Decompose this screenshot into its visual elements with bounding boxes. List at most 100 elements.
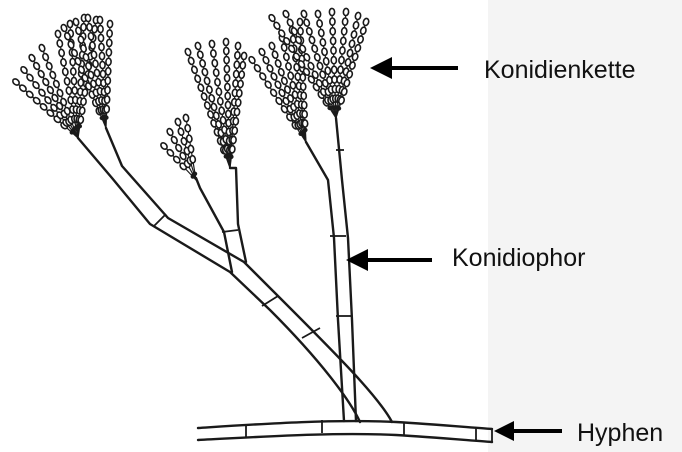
conidium xyxy=(107,39,112,46)
conidium xyxy=(224,65,229,72)
conidium xyxy=(106,49,111,56)
brush-middle-a xyxy=(160,114,198,180)
conidium xyxy=(46,86,54,95)
conidium xyxy=(98,34,104,41)
conidium xyxy=(45,62,53,71)
conidium xyxy=(71,77,77,85)
conidium xyxy=(206,85,213,93)
conidium xyxy=(201,68,208,76)
phialide xyxy=(303,128,307,132)
conidium xyxy=(285,62,292,70)
conidium xyxy=(239,71,245,79)
conidium xyxy=(42,78,50,87)
conidium xyxy=(175,144,183,153)
conidium xyxy=(224,56,229,63)
conidium xyxy=(290,81,297,89)
conidium xyxy=(241,52,247,60)
conidium xyxy=(57,39,63,47)
conidium xyxy=(38,88,47,97)
conidium xyxy=(39,103,48,112)
conidium xyxy=(106,58,111,65)
conidium xyxy=(197,83,204,92)
conidium xyxy=(85,14,91,22)
conidium xyxy=(259,72,267,81)
conidium xyxy=(331,66,336,73)
conidium xyxy=(264,80,272,89)
conidium xyxy=(201,92,208,101)
conidium xyxy=(282,10,290,19)
conidium xyxy=(315,10,321,18)
conidium xyxy=(105,77,110,84)
conidium xyxy=(166,148,175,157)
conidium xyxy=(67,20,73,28)
conidium xyxy=(66,87,72,95)
conidium xyxy=(323,57,329,65)
conidium xyxy=(342,18,348,26)
conidium xyxy=(160,142,169,151)
conidium xyxy=(343,8,349,16)
conidium xyxy=(287,72,294,80)
conidium xyxy=(62,68,68,76)
conidium xyxy=(79,107,85,115)
conidium xyxy=(190,155,196,163)
conidium xyxy=(209,40,215,48)
conidium xyxy=(233,70,239,78)
conidium xyxy=(177,127,184,135)
conidium xyxy=(300,83,306,90)
label-conidia-chain: Konidienkette xyxy=(484,56,636,84)
phialide xyxy=(193,172,197,176)
conidiophore-right xyxy=(306,118,356,421)
conidium xyxy=(321,48,327,56)
conidium xyxy=(248,56,256,65)
conidium xyxy=(235,99,241,107)
conidium xyxy=(274,80,282,89)
conidium xyxy=(297,18,303,25)
conidium xyxy=(316,20,322,28)
conidium xyxy=(49,71,57,80)
conidium xyxy=(166,128,174,137)
conidium xyxy=(270,72,278,81)
conidium xyxy=(185,124,191,132)
conidium xyxy=(303,18,310,26)
conidium xyxy=(186,135,192,143)
conidiophore-left xyxy=(78,128,392,422)
conidium xyxy=(330,37,335,44)
conidium xyxy=(331,57,336,64)
conidium xyxy=(362,18,369,26)
conidium xyxy=(353,21,360,29)
conidium xyxy=(99,43,105,50)
conidium xyxy=(357,35,364,43)
conidium xyxy=(107,30,112,37)
conidium xyxy=(55,30,61,38)
conidium xyxy=(70,68,76,76)
conidium xyxy=(211,103,218,111)
conidium xyxy=(341,27,347,35)
conidium xyxy=(258,48,266,57)
conidium xyxy=(225,92,230,99)
arrow-conidiophore xyxy=(346,249,432,271)
conidium xyxy=(233,117,239,125)
conidium xyxy=(33,62,41,71)
conidium xyxy=(235,42,241,50)
conidium xyxy=(314,53,321,61)
conidium xyxy=(354,44,361,52)
conidium xyxy=(53,80,61,89)
conidium xyxy=(219,107,225,115)
conidium xyxy=(32,81,41,90)
conidium xyxy=(262,56,270,65)
conidium xyxy=(223,38,228,45)
conidium xyxy=(199,59,206,67)
conidium xyxy=(214,78,220,86)
conidium xyxy=(278,68,285,77)
conidium xyxy=(306,27,313,35)
conidium xyxy=(174,118,181,126)
conidium xyxy=(301,101,307,108)
conidium xyxy=(226,110,231,117)
conidium xyxy=(330,28,335,35)
conidium xyxy=(213,69,219,77)
phialide xyxy=(229,155,233,159)
conidium xyxy=(275,59,282,68)
conidium xyxy=(99,52,105,59)
conidium xyxy=(269,88,277,97)
conidium xyxy=(42,53,50,62)
